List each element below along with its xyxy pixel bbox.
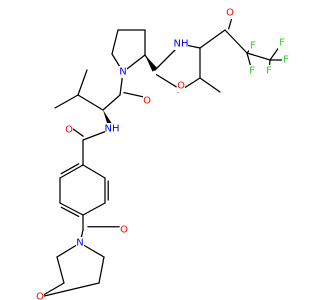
bond-c_cf2-c_cf3 bbox=[246, 52, 271, 61]
label-background bbox=[65, 124, 73, 136]
bond-r1-r2 bbox=[82, 164, 106, 179]
bond-double-r4-r5 bbox=[60, 206, 80, 218]
atom-f1: F bbox=[250, 41, 256, 52]
label-background bbox=[177, 80, 185, 92]
bond-m2-o_morph bbox=[39, 282, 100, 298]
bond-r6-r1 bbox=[59, 164, 84, 179]
bond-pro_cg-pro_cd bbox=[111, 29, 119, 55]
bond-double-c_valco-o_val bbox=[123, 91, 146, 98]
label-background bbox=[120, 224, 128, 236]
bonds bbox=[39, 15, 287, 298]
atom-o-valine: O bbox=[143, 96, 151, 107]
label-background bbox=[76, 237, 84, 249]
bond-c_valb-c_valme1 bbox=[77, 69, 88, 96]
atom-nh-valine: NH bbox=[105, 124, 120, 135]
label-background bbox=[143, 95, 151, 107]
label-background bbox=[249, 40, 257, 52]
bond-r3-r4 bbox=[82, 202, 106, 216]
bond-m3-m4 bbox=[56, 256, 65, 284]
bond-r4-r5 bbox=[59, 202, 84, 216]
wedge-proline-carbonyl bbox=[145, 55, 158, 72]
label-background bbox=[36, 291, 44, 300]
atom-f2: F bbox=[249, 66, 255, 77]
atom-o-benzoyl: O bbox=[65, 125, 73, 136]
molecule-structure: O NH F F F F F N O O NH O O N O bbox=[36, 7, 290, 300]
label-background bbox=[226, 7, 234, 19]
atom-n-morpholine: N bbox=[76, 238, 83, 249]
label-background bbox=[248, 65, 256, 77]
label-background bbox=[119, 66, 127, 78]
atom-labels: O NH F F F F F N O O NH O O N O bbox=[36, 7, 290, 300]
atom-f3: F bbox=[266, 66, 272, 77]
atom-o-morpholine-carbonyl: O bbox=[120, 225, 128, 236]
bond-m1-m2 bbox=[98, 256, 105, 284]
atom-o-ketone: O bbox=[226, 8, 234, 19]
bond-c_ket-c_alpha bbox=[199, 29, 226, 49]
bond-c_ipr1-c_me1b bbox=[199, 77, 221, 93]
bond-c_valca-c_valb bbox=[77, 94, 104, 111]
atom-n-proline: N bbox=[119, 67, 126, 78]
label-background bbox=[265, 65, 273, 77]
bond-double-r6-r1 bbox=[60, 163, 80, 175]
atom-f5: F bbox=[283, 55, 289, 66]
bond-double-c_bzo-o_bz bbox=[71, 127, 84, 137]
label-background bbox=[105, 123, 119, 135]
bond-c_valb-c_valme2 bbox=[54, 94, 79, 109]
atom-f4: F bbox=[279, 38, 285, 49]
bond-double-c_amide-o_pro bbox=[155, 74, 177, 88]
atom-o-proline: O bbox=[177, 81, 185, 92]
label-background bbox=[282, 54, 290, 66]
label-background bbox=[278, 37, 286, 49]
bond-c_ket-c_cf2 bbox=[224, 29, 248, 54]
atom-o-morpholine: O bbox=[36, 292, 44, 300]
atom-nh-amide-top: NH bbox=[174, 39, 189, 50]
label-background bbox=[174, 38, 188, 50]
bond-c_valco-c_valca bbox=[102, 94, 121, 111]
